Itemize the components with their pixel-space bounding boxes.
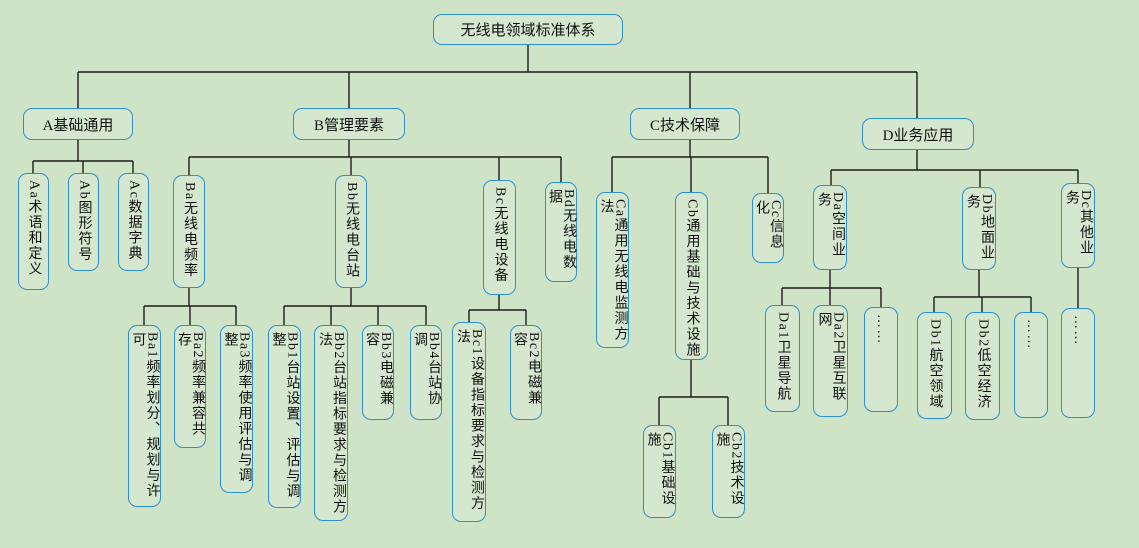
node-bb: Bb无线电台站: [335, 175, 367, 288]
node-ba: Ba无线电频率: [173, 175, 205, 288]
node-bc: Bc无线电设备: [483, 180, 516, 295]
node-c: C技术保障: [630, 108, 740, 140]
node-da-more: ……: [864, 307, 898, 412]
node-bb3: Bb3电磁兼容: [362, 325, 394, 420]
node-cb2: Cb2技术设施: [712, 425, 745, 518]
node-ba2: Ba2频率兼容共存: [174, 325, 206, 448]
node-d: D业务应用: [862, 118, 974, 150]
node-a: A基础通用: [23, 108, 133, 140]
node-b: B管理要素: [293, 108, 405, 140]
node-bc2: Bc2电磁兼容: [510, 325, 542, 420]
node-cb: Cb通用基础与技术设施: [675, 192, 708, 360]
node-ab: Ab图形符号: [68, 173, 99, 271]
node-da2: Da2卫星互联网: [813, 305, 848, 417]
node-dc-more: ……: [1061, 308, 1095, 418]
node-db2: Db2低空经济: [965, 312, 1000, 420]
node-db-more: ……: [1014, 312, 1048, 418]
node-cc: Cc信息化: [752, 193, 784, 263]
node-cb1: Cb1基础设施: [643, 425, 676, 518]
node-db: Db地面业务: [962, 187, 996, 270]
node-root: 无线电领域标准体系: [433, 14, 623, 45]
node-db1: Db1航空领域: [917, 312, 952, 419]
node-bd: Bd无线电数据: [545, 182, 577, 282]
node-bb4: Bb4台站协调: [410, 325, 442, 420]
node-ba1: Ba1频率划分、规划与许可: [128, 325, 161, 507]
node-ca: Ca通用无线电监测方法: [596, 192, 629, 348]
node-dc: Dc其他业务: [1061, 183, 1095, 268]
node-bb1: Bb1台站设置、评估与调整: [268, 325, 301, 508]
node-da: Da空间业务: [813, 185, 847, 270]
node-ba3: Ba3频率使用评估与调整: [220, 325, 253, 493]
node-da1: Da1卫星导航: [765, 305, 800, 412]
node-ac: Ac数据字典: [118, 173, 149, 271]
node-bc1: Bc1设备指标要求与检测方法: [452, 322, 486, 522]
node-bb2: Bb2台站指标要求与检测方法: [314, 325, 348, 521]
node-aa: Aa术语和定义: [18, 173, 49, 290]
